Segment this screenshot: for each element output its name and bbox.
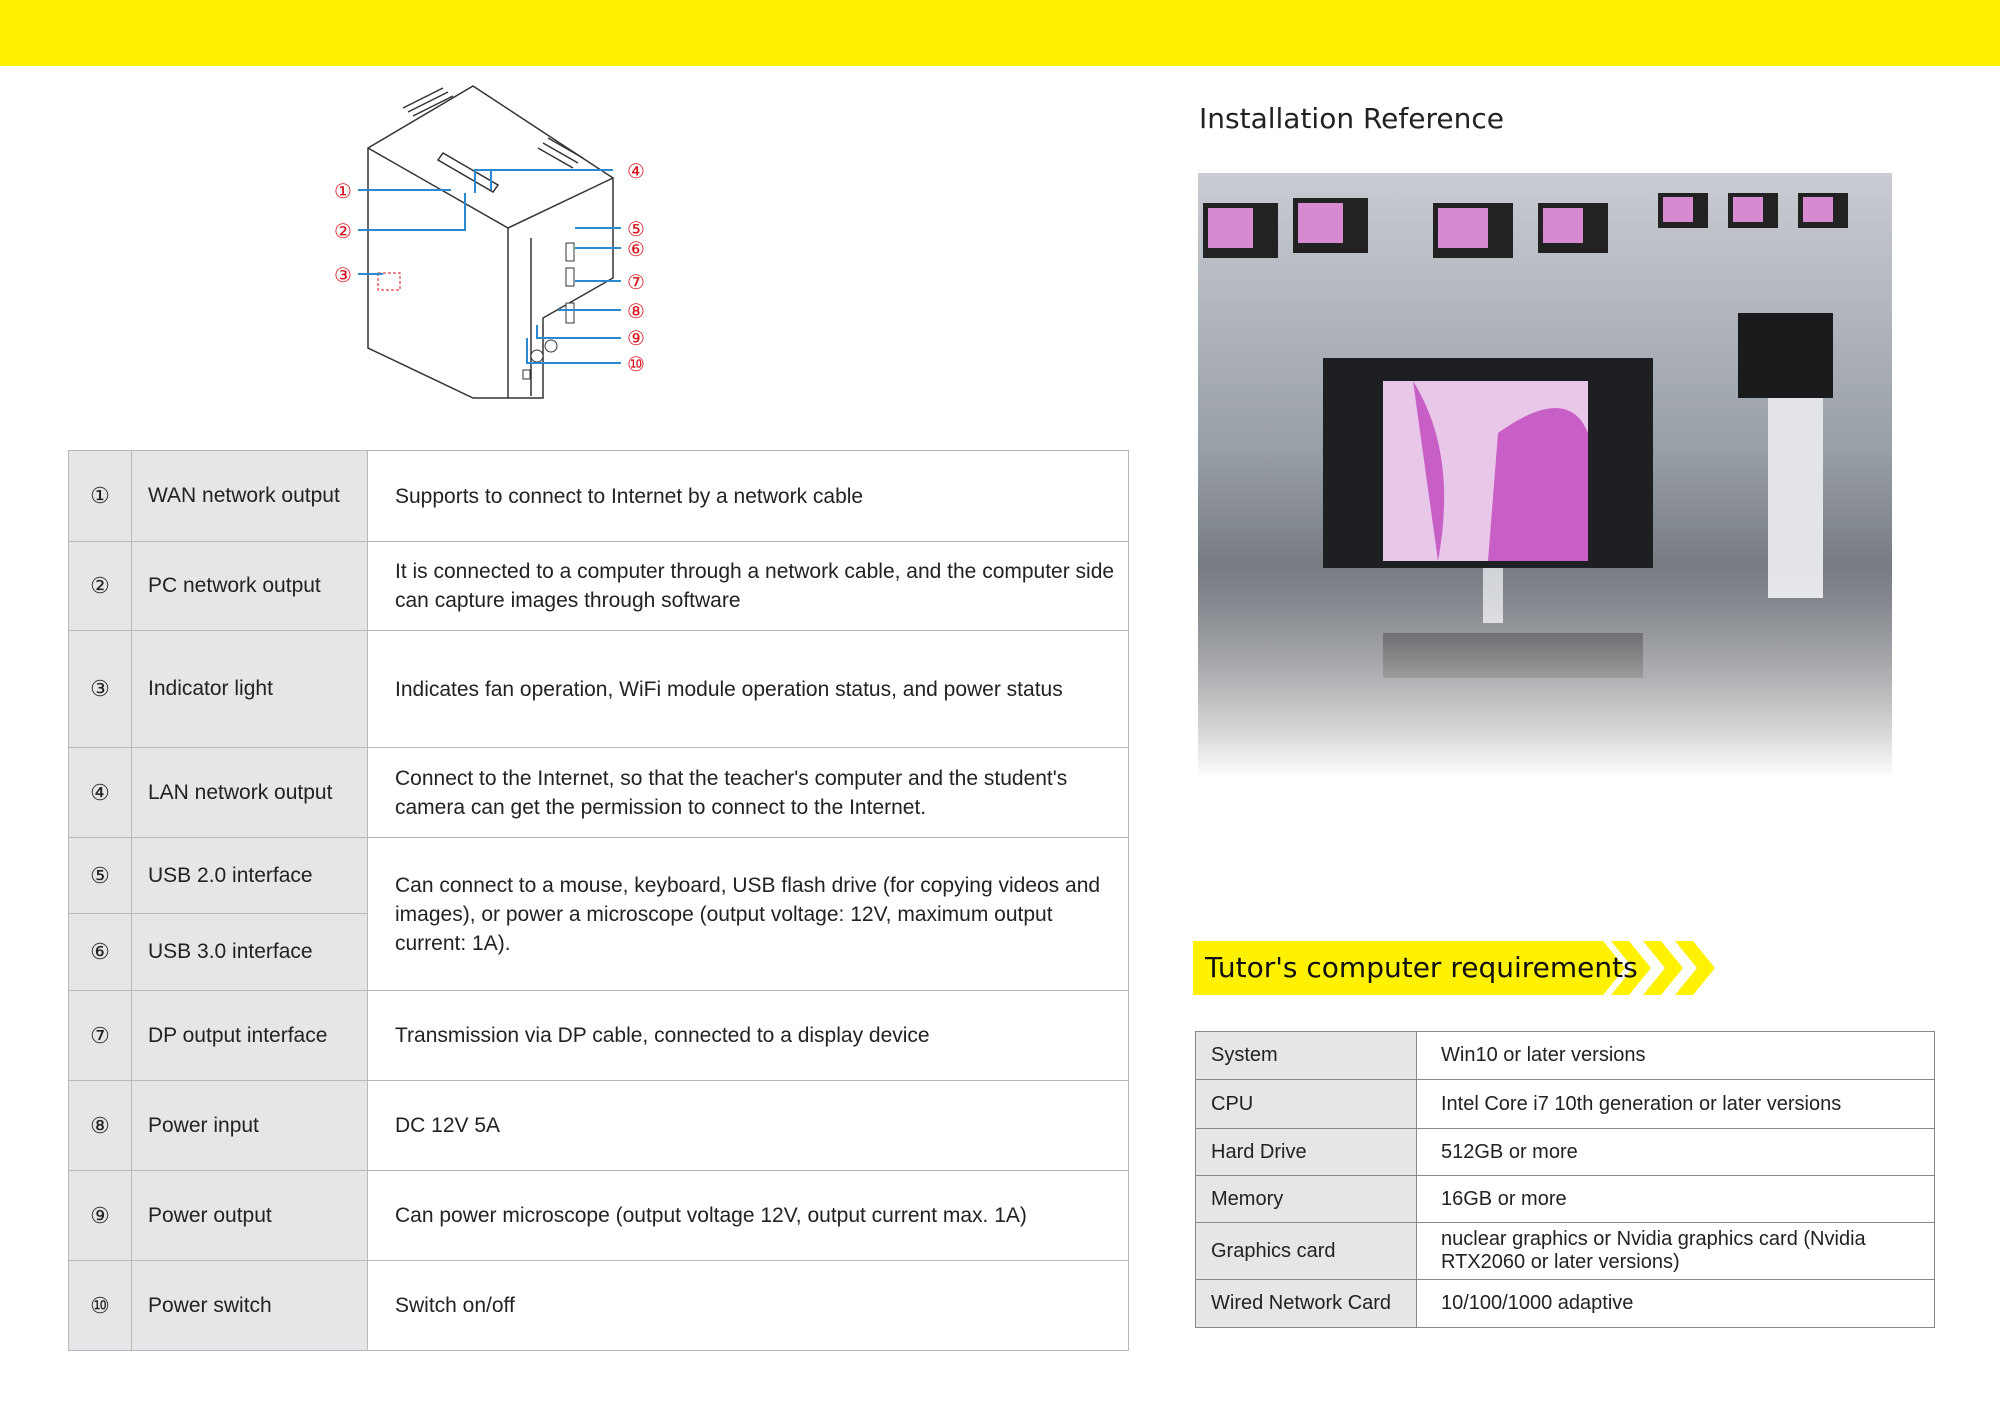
port-description: Indicates fan operation, WiFi module ope…: [367, 630, 1129, 748]
port-description: Transmission via DP cable, connected to …: [367, 990, 1129, 1081]
port-number: ⑧: [68, 1080, 132, 1171]
requirement-value: nuclear graphics or Nvidia graphics card…: [1416, 1222, 1935, 1280]
port-name: Power switch: [131, 1260, 368, 1351]
installation-reference-title: Installation Reference: [1199, 102, 1504, 135]
top-accent-bar: [0, 0, 2000, 66]
port-name: WAN network output: [131, 450, 368, 542]
port-number: ⑤: [68, 837, 132, 914]
port-name: Power input: [131, 1080, 368, 1171]
port-name: Indicator light: [131, 630, 368, 748]
port-number: ⑦: [68, 990, 132, 1081]
requirement-key: Wired Network Card: [1195, 1279, 1417, 1328]
callout-4: ④: [627, 159, 645, 183]
port-name: Power output: [131, 1170, 368, 1261]
callout-10: ⑩: [627, 352, 645, 376]
callout-6: ⑥: [627, 237, 645, 261]
device-port-diagram: ① ② ③ ④ ⑤ ⑥ ⑦ ⑧ ⑨ ⑩: [334, 85, 645, 399]
callout-7: ⑦: [627, 270, 645, 294]
callout-3: ③: [334, 263, 352, 287]
requirement-value: 16GB or more: [1416, 1175, 1935, 1223]
callout-9: ⑨: [627, 326, 645, 350]
callout-8: ⑧: [627, 299, 645, 323]
port-description: Can power microscope (output voltage 12V…: [367, 1170, 1129, 1261]
requirement-key: CPU: [1195, 1079, 1417, 1129]
port-number: ④: [68, 747, 132, 838]
port-description: Can connect to a mouse, keyboard, USB fl…: [367, 837, 1129, 991]
port-number: ⑩: [68, 1260, 132, 1351]
requirement-key: System: [1195, 1031, 1417, 1080]
port-number: ⑥: [68, 913, 132, 991]
requirement-value: Win10 or later versions: [1416, 1031, 1935, 1080]
port-name: USB 2.0 interface: [131, 837, 368, 914]
installation-photo: [1198, 173, 1892, 778]
port-name: USB 3.0 interface: [131, 913, 368, 991]
port-description: Supports to connect to Internet by a net…: [367, 450, 1129, 542]
requirement-key: Memory: [1195, 1175, 1417, 1223]
requirement-value: Intel Core i7 10th generation or later v…: [1416, 1079, 1935, 1129]
port-name: DP output interface: [131, 990, 368, 1081]
port-number: ⑨: [68, 1170, 132, 1261]
port-description: Connect to the Internet, so that the tea…: [367, 747, 1129, 838]
callout-1: ①: [334, 179, 352, 203]
requirements-banner: [1193, 941, 1715, 995]
callout-2: ②: [334, 219, 352, 243]
port-description: Switch on/off: [367, 1260, 1129, 1351]
requirement-value: 512GB or more: [1416, 1128, 1935, 1176]
port-number: ②: [68, 541, 132, 631]
port-description: DC 12V 5A: [367, 1080, 1129, 1171]
port-number: ③: [68, 630, 132, 748]
requirement-key: Graphics card: [1195, 1222, 1417, 1280]
port-name: LAN network output: [131, 747, 368, 838]
callout-5: ⑤: [627, 217, 645, 241]
port-description: It is connected to a computer through a …: [367, 541, 1129, 631]
requirement-value: 10/100/1000 adaptive: [1416, 1279, 1935, 1328]
port-number: ①: [68, 450, 132, 542]
port-name: PC network output: [131, 541, 368, 631]
requirement-key: Hard Drive: [1195, 1128, 1417, 1176]
